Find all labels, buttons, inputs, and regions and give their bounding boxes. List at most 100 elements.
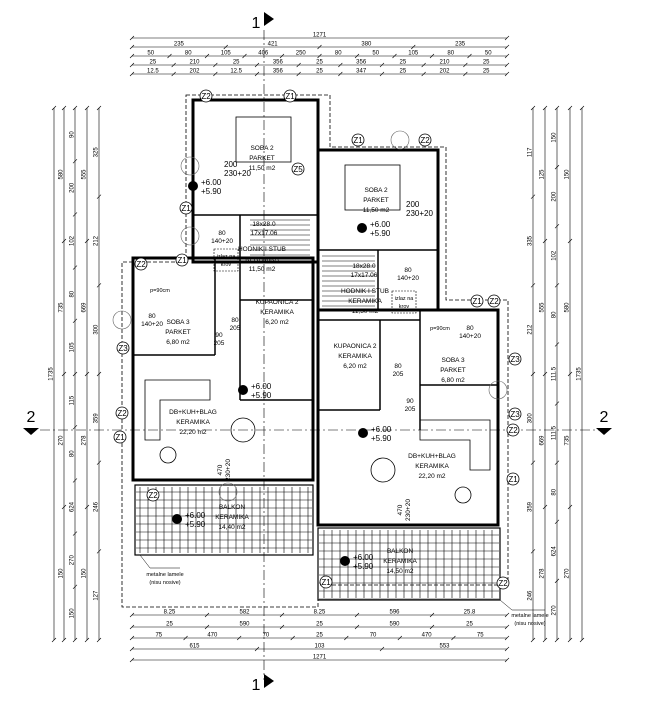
dimension-top: 250	[296, 51, 307, 57]
dimension-left: 90	[70, 131, 76, 138]
dimension-tick	[96, 105, 102, 111]
dimension-left: 270	[70, 555, 76, 566]
room-label-floor: KERAMIKA	[245, 256, 279, 263]
dimension-tick	[567, 105, 573, 111]
roof-exit-box	[391, 290, 417, 314]
dimension-right: 102	[552, 250, 558, 261]
window-height: 140+20	[141, 321, 163, 328]
dimension-bottom: 25.8	[464, 610, 476, 616]
dimension-bottom: 1271	[313, 655, 327, 661]
dimension-tick	[129, 35, 135, 41]
room-label-name: SOBA 2	[364, 187, 388, 194]
room-label-name: SOBA 3	[166, 319, 190, 326]
dimension-tick	[451, 635, 456, 641]
dimension-tick	[72, 637, 78, 643]
window-tag	[175, 253, 189, 267]
window-tag-label: Z1	[177, 256, 187, 265]
dimension-tick	[567, 371, 573, 377]
dimension-tick	[279, 612, 285, 618]
window-tag-label: Z2	[420, 136, 430, 145]
dimension-top: 202	[439, 69, 450, 75]
armchair-right	[454, 486, 472, 504]
dimension-tick	[354, 612, 360, 618]
dimension-tick	[421, 71, 426, 77]
lamele-note: metalne lamele	[146, 572, 183, 578]
dining-table-right	[370, 457, 396, 483]
dimension-tick	[463, 62, 468, 68]
room-label-area: 11,50 m2	[249, 266, 276, 273]
dimension-tick	[96, 460, 102, 465]
dimension-bottom: 75	[477, 633, 484, 639]
elevation-bottom: +5.90	[353, 562, 374, 571]
dimension-right: 669	[540, 435, 546, 446]
stair-risers: 17x17.06	[251, 230, 278, 237]
window-tag	[283, 89, 297, 103]
dimension-tick	[84, 371, 90, 377]
elevation-top: +6.00	[201, 178, 222, 187]
dining-table-left	[230, 417, 256, 443]
dimension-tick	[223, 44, 228, 50]
window-height: 230+20	[224, 169, 251, 178]
dimension-tick	[530, 371, 536, 377]
dimension-tick	[421, 62, 426, 68]
dimension-top: 25	[483, 69, 490, 75]
dimension-tick	[579, 105, 585, 111]
dimension-tick	[542, 238, 548, 244]
dimension-right: 335	[528, 235, 534, 246]
elevation-bottom: +5.90	[201, 187, 222, 196]
dimension-tick	[84, 504, 90, 510]
window-height: 140+20	[459, 333, 481, 340]
room-label-name: DB+KUH+BLAG	[408, 453, 456, 460]
window-width: 80	[218, 230, 226, 237]
dimension-left: 669	[82, 302, 88, 313]
window-width: 80	[148, 313, 156, 320]
sill-height: p=90cm	[430, 326, 450, 332]
dimension-tick	[554, 519, 560, 524]
dimension-tick	[96, 283, 102, 288]
dimension-top: 210	[189, 60, 200, 66]
dimension-tick	[554, 637, 560, 643]
dimension-left: 1735	[49, 367, 55, 381]
section-marker-right: 2	[600, 409, 609, 426]
dimension-tick	[96, 371, 102, 377]
window-width: 80	[466, 325, 474, 332]
dimension-tick	[338, 71, 343, 77]
stair-risers: 17x17.06	[351, 272, 378, 279]
door-height: 205	[230, 325, 241, 332]
dimension-tick	[96, 637, 102, 643]
dimension-top: 25	[316, 60, 323, 66]
lamele-note: (nisu nosive)	[149, 580, 180, 586]
window-height: 230+20	[406, 209, 433, 218]
dimension-tick	[72, 212, 78, 217]
dimension-tick	[279, 53, 285, 59]
window-tag	[199, 89, 213, 103]
door-width: 80	[231, 317, 239, 324]
dimension-right: 300	[528, 413, 534, 424]
dimension-tick	[530, 283, 536, 288]
room-label-area: 6,80 m2	[441, 377, 465, 384]
dimension-tick	[61, 105, 67, 111]
window-tag	[506, 472, 520, 486]
dimension-top: 25	[149, 60, 156, 66]
section-arrow-icon	[264, 12, 274, 26]
dimension-top: 235	[174, 42, 185, 48]
window-tag-label: Z2	[117, 409, 127, 418]
room-label-floor: PARKET	[440, 367, 466, 374]
section-arrow-icon	[264, 674, 274, 688]
sofa-left	[144, 379, 211, 441]
dimension-tick	[61, 238, 67, 244]
window-tag-label: Z3	[118, 344, 128, 353]
window-tag-label: Z2	[136, 260, 146, 269]
room-label-floor: KERAMIKA	[415, 463, 449, 470]
dimension-tick	[129, 71, 135, 77]
window-tag-label: Z1	[285, 92, 295, 101]
dimension-right: 150	[552, 132, 558, 143]
lamele-note: metalne lamele	[511, 613, 548, 619]
dimension-bottom: 70	[263, 633, 270, 639]
room-label-floor: KERAMIKA	[176, 419, 210, 426]
dimension-top: 235	[455, 42, 466, 48]
room-label-name: KUPAONICA 2	[334, 343, 377, 350]
wall-right-living	[316, 308, 500, 527]
dimension-tick	[542, 637, 548, 643]
dimension-left: 246	[94, 501, 100, 512]
